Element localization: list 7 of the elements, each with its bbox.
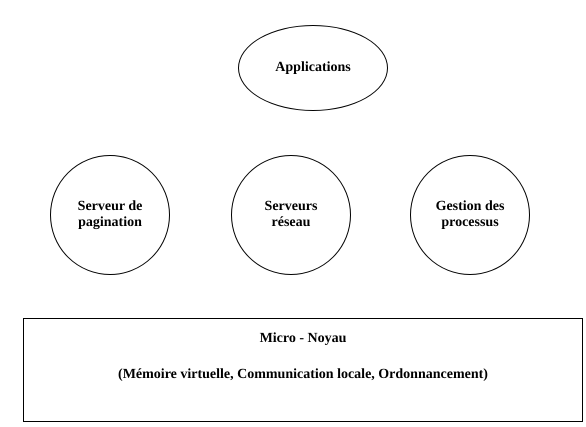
node-label: Serveur de pagination [76,198,144,232]
process-box [23,318,583,422]
box-description: (Mémoire virtuelle, Communication locale, Ordonnancement) [118,367,488,384]
node-label: Gestion des processus [434,198,506,232]
box-title: Micro - Noyau [260,331,346,348]
node-label: Applications [275,60,351,76]
node-label: Serveurs réseau [264,198,318,232]
